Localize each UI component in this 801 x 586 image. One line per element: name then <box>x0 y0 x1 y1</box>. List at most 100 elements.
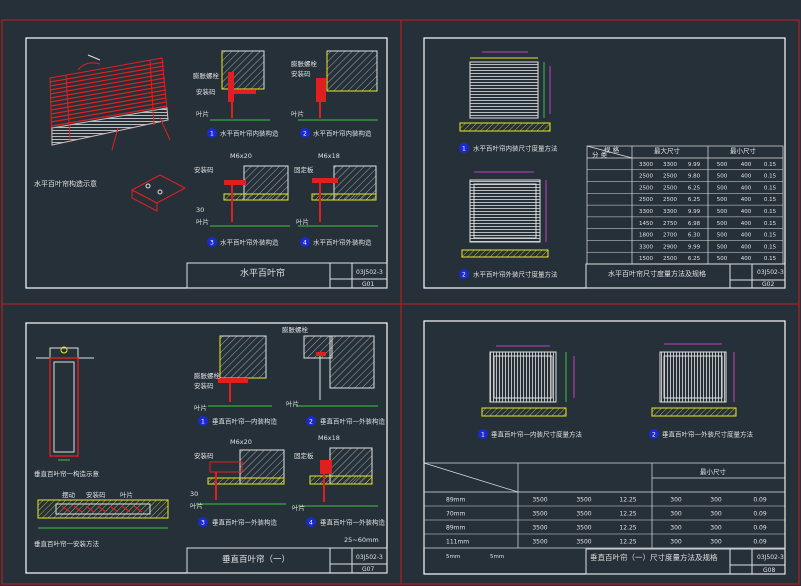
table-cell: 3500 <box>532 525 547 532</box>
view-label: 垂直百叶帘一构造示意 <box>34 469 100 478</box>
table-cell: 0.15 <box>764 185 777 191</box>
sheet-code: 03J502-3 <box>757 269 784 276</box>
detail-2 <box>296 335 378 407</box>
detail-4 <box>298 165 378 227</box>
table-cell: 300 <box>670 511 682 518</box>
footer-note: 5mm <box>490 554 504 560</box>
callout: 固定板 <box>294 451 314 460</box>
detail-1 <box>210 50 270 121</box>
view-label: 垂直百叶帘一安装方法 <box>34 539 100 548</box>
table-cell: 2500 <box>663 197 677 203</box>
table-cell: 500 <box>717 197 728 203</box>
table-cell: 400 <box>741 209 752 215</box>
detail-2 <box>298 50 378 121</box>
table-cell: 400 <box>741 233 752 239</box>
table-cell: 89mm <box>446 525 465 532</box>
sheet-page: G01 <box>362 281 374 288</box>
table-cell: 12.25 <box>619 539 636 546</box>
detail-4 <box>298 447 378 507</box>
detail-number: 2 <box>462 272 466 279</box>
table-cell: 12.25 <box>619 525 636 532</box>
bracket-detail <box>130 174 187 212</box>
detail-number: 4 <box>303 240 307 247</box>
callout: 叶片 <box>196 217 209 226</box>
table-cell: 12.25 <box>619 511 636 518</box>
table-cell: 111mm <box>446 539 469 546</box>
callout: 膨胀螺栓 <box>291 59 318 68</box>
table-cell: 500 <box>717 162 728 168</box>
detail-number: 1 <box>481 432 485 439</box>
table-cell: 2500 <box>639 185 653 191</box>
view-1 <box>459 51 551 132</box>
table-cell: 1500 <box>639 256 653 262</box>
detail-number: 2 <box>652 432 656 439</box>
callout: 叶片 <box>120 490 133 499</box>
detail-number: 1 <box>201 419 205 426</box>
table-cell: 3500 <box>576 497 591 504</box>
callout: M6x20 <box>230 152 252 160</box>
detail-label: 垂直百叶帘一外装构造 <box>320 417 386 426</box>
table-cell: 0.09 <box>753 497 767 504</box>
callout: 叶片 <box>292 503 305 512</box>
detail-label: 垂直百叶帘一外装尺寸度量方法 <box>662 430 754 439</box>
detail-label: 垂直百叶帘一外装构造 <box>320 518 386 527</box>
sheet-code: 03J502-3 <box>757 554 784 561</box>
sheet-4: 1 垂直百叶帘一内装尺寸度量方法 2 垂直百叶帘一外装尺寸度量方法 最小尺寸 8… <box>423 320 786 575</box>
detail-3 <box>196 449 286 505</box>
detail-number: 2 <box>303 131 307 138</box>
detail-number: 4 <box>309 520 313 527</box>
table-cell: 0.15 <box>764 197 777 203</box>
table-cell: 400 <box>741 174 752 180</box>
table-cell: 9.99 <box>688 162 701 168</box>
table-cell: 400 <box>741 256 752 262</box>
table-cell: 500 <box>717 233 728 239</box>
sheet-title: 垂直百叶帘（一） <box>222 554 290 565</box>
callout: 膨胀螺栓 <box>282 325 309 334</box>
view-2 <box>651 343 737 417</box>
sheet-code: 03J502-3 <box>356 554 383 561</box>
table-cell: 9.80 <box>688 174 701 180</box>
table-header: 规 格 <box>604 145 620 154</box>
table-cell: 0.15 <box>764 233 777 239</box>
callout: 叶片 <box>190 501 203 510</box>
table-cell: 400 <box>741 185 752 191</box>
table-cell: 300 <box>670 497 682 504</box>
detail-label: 水平百叶帘外装构造 <box>313 238 372 247</box>
table-cell: 2500 <box>663 185 677 191</box>
table-cell: 0.09 <box>753 539 767 546</box>
table-cell: 500 <box>717 185 728 191</box>
view-2 <box>461 171 549 258</box>
table-header: 分 类 <box>592 150 608 159</box>
sheet-page: G08 <box>763 567 775 574</box>
table-cell: 400 <box>741 244 752 250</box>
sheet-frames <box>1 19 800 585</box>
table-cell: 3500 <box>532 497 547 504</box>
detail-label: 垂直百叶帘一内装构造 <box>212 417 278 426</box>
detail-number: 2 <box>309 419 313 426</box>
table-cell: 400 <box>741 197 752 203</box>
table-cell: 0.15 <box>764 162 777 168</box>
table-cell: 0.15 <box>764 256 777 262</box>
sheet-page: G02 <box>762 281 774 288</box>
table-header: 最小尺寸 <box>700 467 727 476</box>
table-cell: 500 <box>717 209 728 215</box>
table-cell: 1800 <box>639 233 653 239</box>
table-cell: 9.99 <box>688 244 701 250</box>
table-cell: 6.30 <box>688 233 701 239</box>
table-cell: 500 <box>717 221 728 227</box>
table-cell: 89mm <box>446 497 465 504</box>
table-cell: 2750 <box>663 221 677 227</box>
callout: 固定板 <box>294 165 314 174</box>
callout: M6x18 <box>318 152 340 160</box>
table-cell: 6.25 <box>688 185 701 191</box>
detail-label: 垂直百叶帘一外装构造 <box>212 518 278 527</box>
dimension: 30 <box>196 206 204 214</box>
table-cell: 300 <box>670 539 682 546</box>
callout: M6x20 <box>230 438 252 446</box>
view-1 <box>481 345 575 417</box>
detail-label: 水平百叶帘外装构造 <box>220 238 279 247</box>
table-cell: 300 <box>710 497 722 504</box>
table-cell: 0.09 <box>753 525 767 532</box>
